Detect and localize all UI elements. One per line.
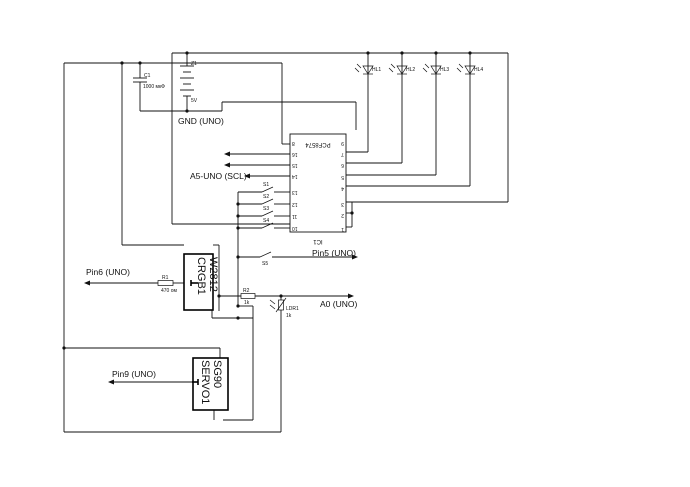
r1-ref: R1 [162, 275, 169, 281]
photoresistor-ldr1: LDR1 1k [269, 297, 299, 319]
hl2-ref: HL2 [406, 67, 415, 73]
ic-pin-10: 10 [292, 225, 298, 231]
switch-s1: S1 [261, 182, 274, 193]
rgb-module-crgb1: CRGB1 W2812 [183, 253, 219, 311]
hl3-ref: HL3 [440, 67, 449, 73]
capacitor-c1: C1 1000 мкФ [133, 73, 165, 90]
ldr-value: 1k [286, 313, 292, 319]
r2-value: 1k [244, 300, 250, 306]
ic-part-label: PCF8574 [305, 141, 331, 147]
s2-ref: S2 [263, 194, 269, 200]
switch-s5: S5 [259, 251, 272, 267]
rgb-module-name: CRGB1 [195, 257, 207, 295]
pin5-label: Pin5 (UNO) [312, 248, 356, 258]
z1-value: 5V [191, 98, 198, 104]
c1-value: 1000 мкФ [143, 84, 165, 90]
ic-pin-13: 13 [292, 189, 298, 195]
ic-pin-7: 7 [341, 151, 344, 157]
ic-pin-5: 5 [341, 174, 344, 180]
led-hl4: HL4 [456, 63, 483, 75]
hl1-ref: HL1 [372, 67, 381, 73]
a5-label: A5-UNO (SCL) [190, 171, 247, 181]
switch-s3: S3 [261, 206, 274, 217]
switch-s2: S2 [261, 194, 274, 205]
s3-ref: S3 [263, 206, 269, 212]
ic-pin-14: 14 [292, 173, 298, 179]
ic-pin-11: 11 [292, 213, 297, 219]
led-hl1: HL1 [354, 63, 381, 75]
r1-value: 470 ом [161, 288, 178, 294]
servo-module-model: SG90 [211, 360, 223, 388]
led-hl3: HL3 [422, 63, 449, 75]
gnd-label: GND (UNO) [178, 116, 224, 126]
wires [63, 52, 509, 433]
ic-right-pins: 9 7 6 5 4 3 2 1 [341, 140, 344, 232]
servo-module: SERVO1 SG90 [192, 357, 229, 411]
ic-pin-12: 12 [292, 201, 298, 207]
switches: S1 S2 S3 S4 S5 [259, 182, 274, 267]
ic-pcf8574: PCF8574 IC1 8 16 15 14 13 12 11 10 9 7 6… [289, 133, 347, 244]
ic-ref-label: IC1 [313, 238, 323, 244]
ldr-ref: LDR1 [286, 306, 299, 312]
c1-ref: C1 [144, 73, 151, 79]
ic-pin-9: 9 [341, 140, 344, 146]
ic-pin-15: 15 [292, 162, 298, 168]
s1-ref: S1 [263, 182, 269, 188]
pin9-label: Pin9 (UNO) [112, 369, 156, 379]
a0-label: A0 (UNO) [320, 299, 357, 309]
hl4-ref: HL4 [474, 67, 483, 73]
resistor-r2: R2 1k [240, 288, 256, 306]
ic-pin-2: 2 [341, 212, 344, 218]
pin6-label: Pin6 (UNO) [86, 267, 130, 277]
leds: HL1 HL2 HL3 HL4 [354, 63, 483, 75]
resistor-r1: R1 470 ом [157, 275, 178, 294]
junctions [62, 51, 472, 350]
s5-ref: S5 [262, 261, 268, 267]
switch-s4: S4 [261, 218, 274, 229]
ic-pin-4: 4 [341, 185, 344, 191]
z1-ref: Z1 [191, 61, 197, 67]
ic-pin-8: 8 [292, 140, 295, 146]
power-source-z1: Z1 5V [180, 61, 198, 104]
ic-pin-6: 6 [341, 162, 344, 168]
ic-left-pins: 8 16 15 14 13 12 11 10 [292, 140, 298, 231]
s4-ref: S4 [263, 218, 269, 224]
ic-pin-16: 16 [292, 151, 298, 157]
net-arrows [84, 151, 358, 385]
led-hl2: HL2 [388, 63, 415, 75]
rgb-module-chip: W2812 [207, 257, 219, 292]
r2-ref: R2 [243, 288, 250, 294]
ic-pin-1: 1 [341, 226, 344, 232]
ic-pin-3: 3 [341, 201, 344, 207]
servo-module-name: SERVO1 [199, 360, 211, 404]
